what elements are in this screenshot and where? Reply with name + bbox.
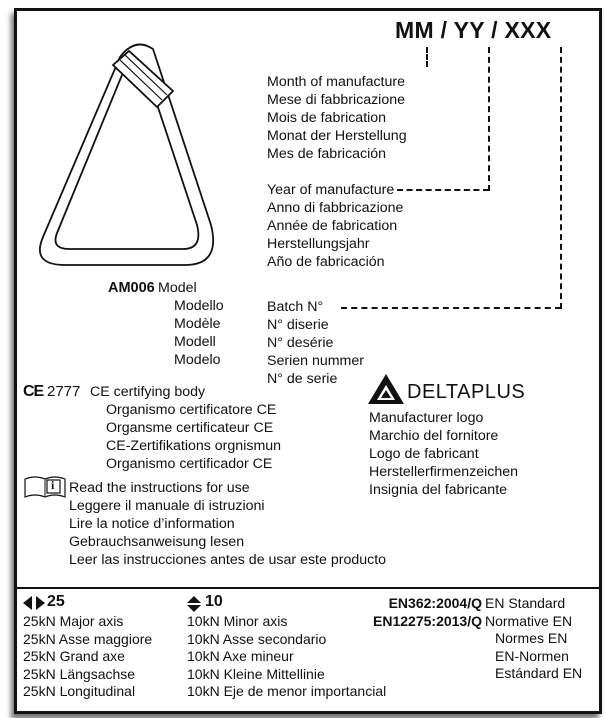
manufacturer-line: Logo de fabricant [369,446,479,462]
minor-axis-line: 10kN Asse secondario [187,630,327,647]
instructions-line: Leer las instrucciones antes de usar est… [69,552,387,568]
code-format-header: MM / YY / XXX [395,17,552,43]
year-block: Year of manufacture Anno di fabbricazion… [267,181,403,271]
batch-line: N° de serie [267,371,338,387]
batch-line: N° desérie [267,335,334,351]
instructions-line: Gebrauchsanweisung lesen [69,534,245,550]
batch-block: Batch N° N° diserie N° desérie Serien nu… [267,298,364,388]
carabiner-illustration [38,43,215,266]
year-connector-vertical [488,47,490,191]
standard-code: EN12275:2013/Q [373,612,482,629]
year-connector-horizontal [397,189,489,191]
instructions-line: Lire la notice d’information [69,516,235,532]
model-line: Modèle [174,316,221,332]
minor-axis-line: 10kN Kleine Mittellinie [187,665,325,682]
manufacturer-line: Herstellerfirmenzeichen [369,464,519,480]
horizontal-arrows-icon [23,596,45,610]
batch-line: Serien nummer [267,353,364,369]
month-line: Mois de fabrication [267,110,387,126]
year-line: Anno di fabbricazione [267,200,404,216]
section-divider [17,587,599,589]
standard-code: EN362:2004/Q [388,595,482,611]
major-axis-line: 25kN Längsachse [23,665,136,682]
minor-axis-line: 10kN Axe mineur [187,648,294,664]
label-frame: MM / YY / XXX Month of manufacture Mese … [14,8,602,714]
ce-line: Organismo certificador CE [106,456,273,472]
manufacturer-block: Manufacturer logo Marchio del fornitore … [369,409,518,499]
year-line: Année de fabrication [267,218,398,234]
instructions-block: Read the instructions for use Leggere il… [69,479,386,569]
deltaplus-logo-text: DELTAPLUS [407,381,526,403]
ce-line: CE certifying body [90,384,206,400]
ce-line: CE-Zertifikations orgnismun [106,438,282,454]
month-line: Month of manufacture [267,74,406,90]
manufacturer-line: Insignia del fabricante [369,482,508,498]
minor-axis-line: 10kN Eje de menor importancial [187,683,387,699]
minor-axis-block: 10kN Minor axis 10kN Asse secondario 10k… [187,613,386,701]
standards-line: EN Standard [485,595,566,611]
ce-line: Organismo certificatore CE [106,402,277,418]
instructions-line: Leggere il manuale di istruzioni [69,498,265,514]
manufacturer-line: Manufacturer logo [369,410,484,426]
model-code: AM006 [108,280,155,296]
standards-line: EN-Normen [495,647,569,664]
vertical-arrows-icon [187,596,201,612]
ce-line: Organsme certificateur CE [106,420,274,436]
ce-mark: CE [23,383,44,400]
manufacturer-line: Marchio del fornitore [369,428,499,444]
major-axis-line: 25kN Longitudinal [23,683,136,699]
month-line: Monat der Herstellung [267,128,407,144]
year-line: Herstellungsjahr [267,236,370,252]
info-icon-letter: i [51,478,55,492]
model-line: Model [158,280,197,296]
year-line: Año de fabricación [267,254,385,270]
minor-axis-value: 10 [205,593,223,610]
standards-line: Normes EN [495,630,568,646]
month-line: Mese di fabbricazione [267,92,406,108]
batch-line: N° diserie [267,317,329,333]
model-line: Modell [174,334,216,350]
model-line: Modello [174,298,224,314]
model-line: Modelo [174,352,221,368]
major-axis-line: 25kN Grand axe [23,648,125,664]
batch-line: Batch N° [267,299,324,315]
major-axis-value: 25 [47,593,65,610]
batch-connector-vertical [560,47,562,309]
standards-block: EN Standard Normative EN Normes EN EN-No… [485,595,582,683]
ce-number: 2777 [47,383,81,400]
model-block: Model Modello Modèle Modell Modelo [158,279,224,369]
ce-block: CE certifying body Organismo certificato… [90,383,281,473]
month-connector [426,47,428,67]
month-block: Month of manufacture Mese di fabbricazio… [267,73,407,163]
minor-axis-line: 10kN Minor axis [187,613,288,629]
major-axis-line: 25kN Asse maggiore [23,630,153,647]
month-line: Mes de fabricación [267,146,387,162]
standards-line: Estándard EN [495,665,583,681]
deltaplus-logo-icon [368,374,404,404]
standards-codes: EN362:2004/Q EN12275:2013/Q [352,595,482,630]
major-axis-block: 25kN Major axis 25kN Asse maggiore 25kN … [23,613,152,701]
batch-connector-horizontal [341,307,561,309]
major-axis-line: 25kN Major axis [23,613,124,629]
instructions-line: Read the instructions for use [69,480,250,496]
year-line: Year of manufacture [267,182,395,198]
standards-line: Normative EN [485,612,573,629]
book-icon [24,476,66,498]
